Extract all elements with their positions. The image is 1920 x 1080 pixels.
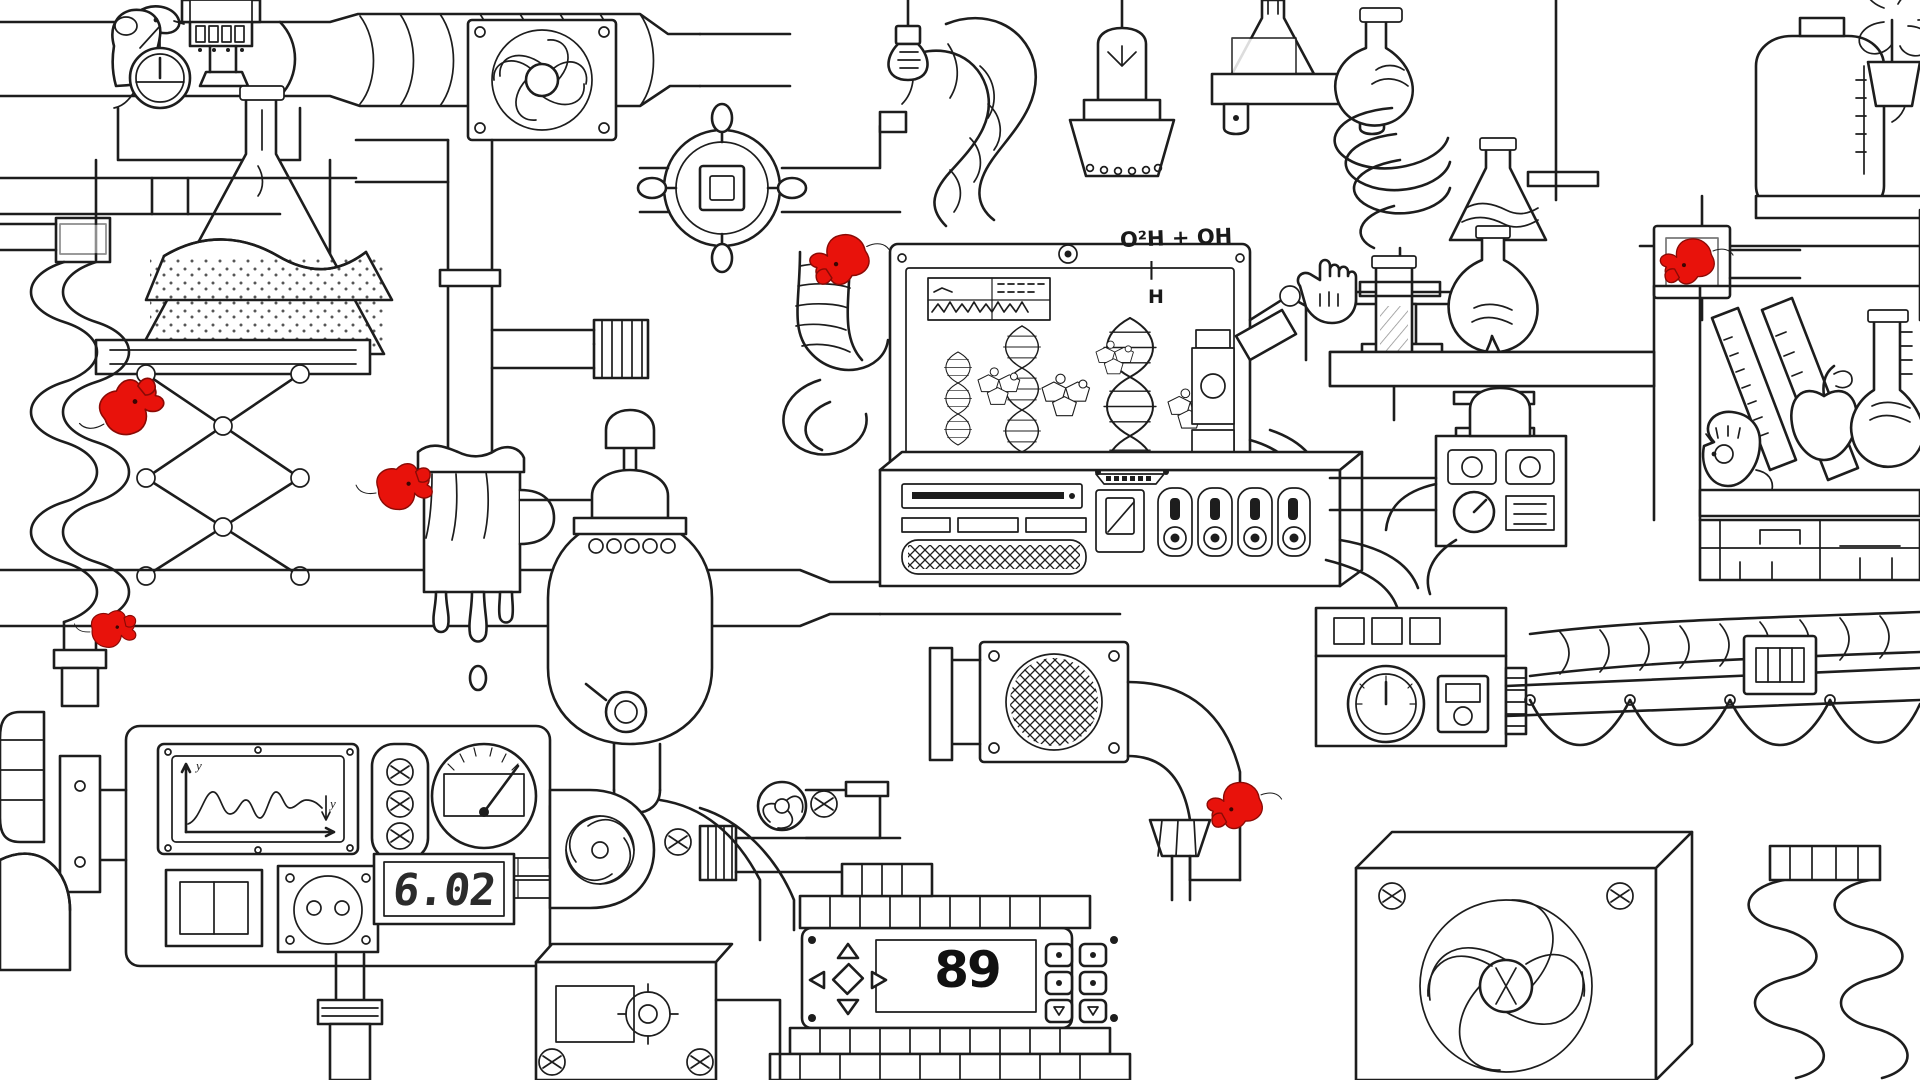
control-panel-with-oscilloscope <box>124 724 555 968</box>
pipe-to-console <box>658 798 762 942</box>
white-mouse-right-shelf <box>1701 410 1774 491</box>
graduated-cylinder-shelf <box>1849 309 1920 469</box>
large-erlenmeyer-flask-left <box>136 85 394 356</box>
pressure-gauge-top-left <box>128 25 192 110</box>
left-coiled-hose <box>0 216 131 624</box>
hanging-cable-loops <box>1524 694 1920 747</box>
motor-unit-bottom-left <box>0 710 72 972</box>
round-bottom-flask-top <box>1333 7 1415 127</box>
big-curved-pipe-right <box>1126 680 1242 882</box>
coiled-duct-bottom-right <box>1747 844 1909 1080</box>
gauge-box-with-dial <box>1314 606 1528 748</box>
pc-cable <box>1338 538 1420 590</box>
large-box-fan <box>1354 830 1694 1080</box>
dripping-beer-mug <box>416 444 556 692</box>
screw-head-under-tank <box>810 790 838 818</box>
lcd-counter-value: 6.02 <box>390 864 498 916</box>
desktop-pc-tower <box>878 450 1364 588</box>
pointing-hand-cursor <box>1296 258 1358 325</box>
machine-box-bottom-center-left <box>534 942 782 1080</box>
blower-motor-right <box>548 788 902 910</box>
screen-chart-widget <box>927 277 1051 321</box>
keypad-buttons <box>1044 936 1118 1024</box>
oscilloscope-screen <box>156 742 360 856</box>
hose-nozzle-bottom-left <box>52 620 108 708</box>
erlenmeyer-flask-liquid <box>1448 137 1548 242</box>
flexible-hose-center <box>782 250 890 456</box>
erlenmeyer-flask-granules-top <box>1230 0 1316 76</box>
hanging-bulb-lamp <box>887 0 929 82</box>
screen-formula-hydrogen: H <box>1148 286 1164 308</box>
crt-computer-monitor <box>888 242 1252 497</box>
funnel-hopper <box>1148 818 1212 902</box>
lcd-counter-bezel <box>372 852 516 926</box>
electrical-junction-box <box>1384 386 1568 596</box>
screen-chemistry-formula: O²H + OH <box>1119 224 1233 252</box>
wheel-valve <box>636 102 808 274</box>
analog-dial-gauge <box>430 742 538 850</box>
vertical-pipe-mid-left <box>438 138 502 462</box>
flask-clamp-stand <box>94 338 372 376</box>
coiled-tubing-top <box>1333 106 1452 294</box>
large-horizontal-pipe-mid <box>0 342 882 628</box>
keypad-console-with-dpad <box>800 926 1118 1030</box>
pendant-dome-lamp <box>1068 0 1176 178</box>
light-switch-plate <box>164 868 264 948</box>
ventilation-fan-square-top <box>466 18 618 142</box>
oscilloscope-trace-label: y <box>330 796 336 811</box>
wall-shelf-with-books <box>1652 284 1920 582</box>
pc-port-cluster <box>1009 451 1311 557</box>
small-valve-wheel <box>756 780 808 832</box>
apple-on-shelf <box>1790 364 1858 462</box>
oscilloscope-y-label: y <box>196 758 202 773</box>
screen-beaker-icon <box>1191 329 1235 459</box>
monitor-arm <box>1234 285 1328 496</box>
console-body-bottom <box>768 862 1132 1080</box>
pipe-flange-left <box>150 176 190 216</box>
potted-plant-top-right <box>1858 0 1920 108</box>
ribbed-flange-mid <box>490 318 650 380</box>
pipe-clamp-box-right <box>1742 634 1818 696</box>
tank-ring-handle <box>584 682 648 734</box>
dispenser-head-top <box>180 0 262 88</box>
rotary-knobs <box>370 742 430 862</box>
power-outlet-socket <box>276 864 380 954</box>
dpad-control <box>808 936 888 1022</box>
flexible-duct-hose-top <box>898 16 1037 228</box>
mesh-speaker-grille <box>978 640 1130 764</box>
numeric-display-value: 89 <box>934 941 1002 999</box>
screen-formula-bond: | <box>1148 258 1155 280</box>
